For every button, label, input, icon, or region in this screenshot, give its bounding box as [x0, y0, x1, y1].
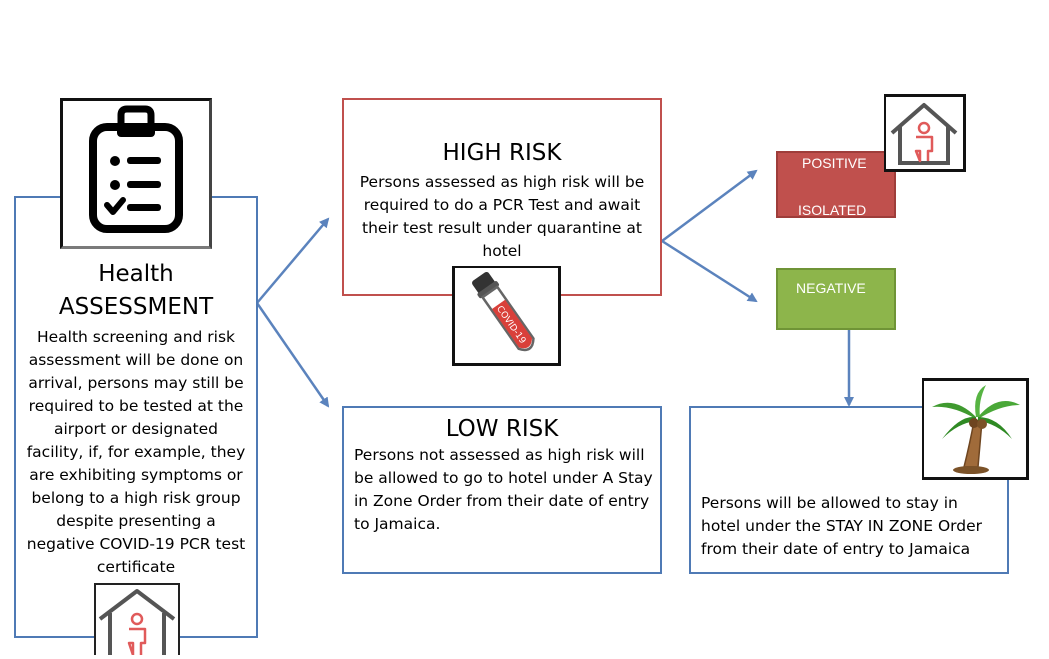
- house-icon-frame-right: [884, 94, 966, 172]
- health-assessment-title-1: Health: [98, 261, 174, 287]
- high-risk-body: Persons assessed as high risk will be re…: [359, 173, 645, 260]
- house-person-icon: [890, 103, 958, 165]
- high-risk-box: [342, 98, 662, 296]
- arrow-to-low-risk: [255, 302, 330, 408]
- arrow-to-high-risk: [256, 217, 330, 304]
- health-assessment-title-2: ASSESSMENT: [58, 294, 214, 320]
- health-assessment-body: Health screening and risk assessment wil…: [26, 328, 246, 576]
- palm-tree-icon-frame: [922, 378, 1029, 480]
- positive-box: POSITIVE ISOLATED: [776, 151, 896, 218]
- health-assessment-box: [14, 196, 258, 638]
- stay-in-zone-body: Persons will be allowed to stay in hotel…: [701, 494, 983, 558]
- low-risk-title: LOW RISK: [445, 416, 559, 442]
- test-tube-icon: COVID-19: [472, 271, 535, 352]
- house-person-icon: [98, 589, 176, 657]
- isolated-label: ISOLATED: [798, 202, 867, 218]
- arrow-to-negative: [661, 239, 758, 303]
- negative-label: NEGATIVE: [796, 280, 866, 296]
- health-box-bottom-left-border: [14, 636, 96, 638]
- health-box-bottom-right-border: [180, 636, 258, 638]
- palm-tree-icon: [932, 385, 1020, 474]
- low-risk-box: [342, 406, 662, 574]
- clipboard-checklist-icon: [89, 105, 183, 233]
- arrow-to-positive: [661, 169, 758, 243]
- house-icon-frame-left: [94, 583, 180, 657]
- test-tube-icon-frame: COVID-19: [452, 266, 561, 366]
- negative-box: NEGATIVE: [776, 268, 896, 330]
- high-risk-title: HIGH RISK: [442, 140, 562, 166]
- low-risk-body: Persons not assessed as high risk will b…: [354, 446, 653, 533]
- positive-label: POSITIVE: [802, 155, 867, 171]
- clipboard-icon-frame: [60, 98, 212, 249]
